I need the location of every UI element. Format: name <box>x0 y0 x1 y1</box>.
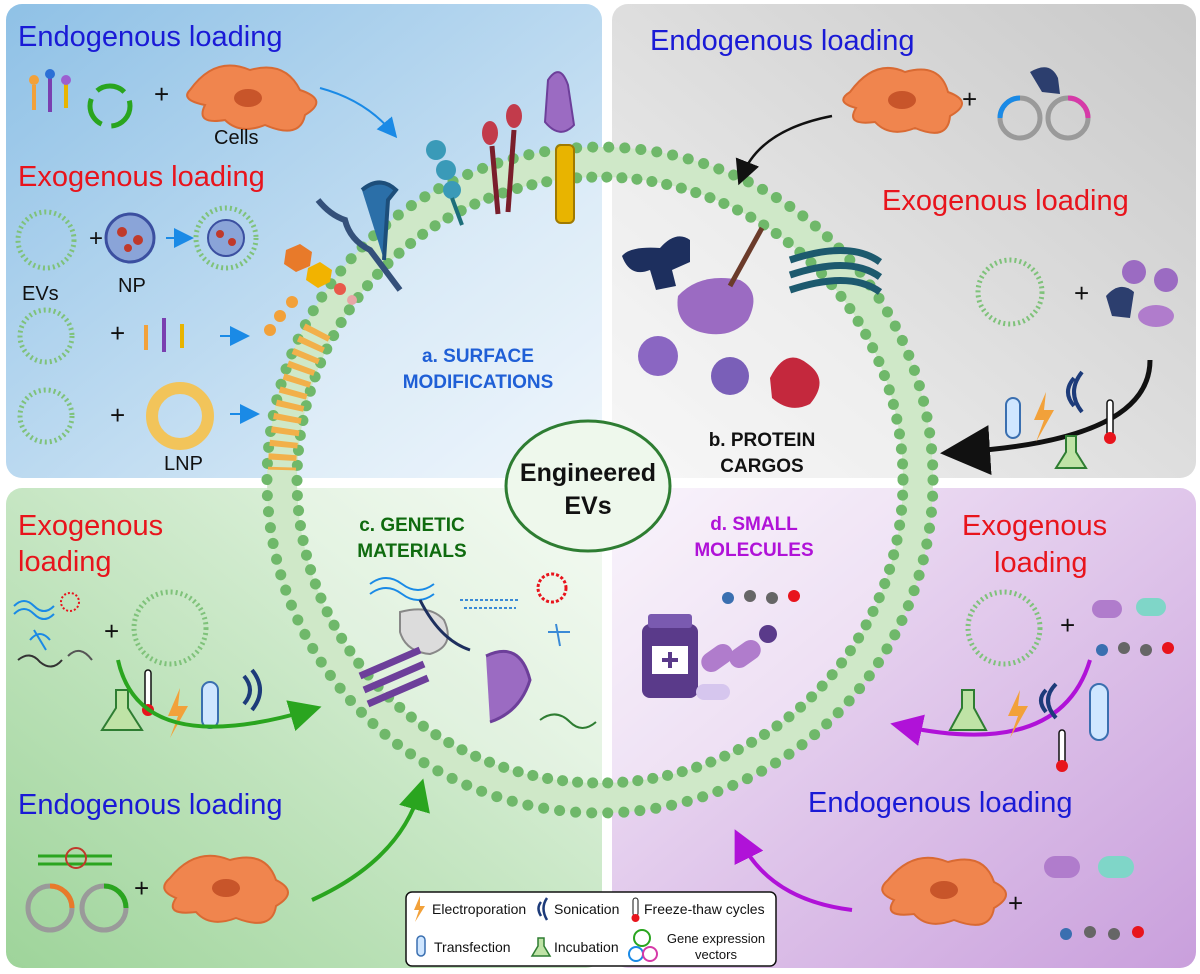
genetic-material-icon-bl <box>13 592 93 668</box>
nanoparticle-icon <box>104 212 156 264</box>
br-plus-1: + <box>1060 610 1075 640</box>
bl-plus-2: + <box>134 873 149 903</box>
legend-incubation: Incubation <box>554 939 619 955</box>
tr-arrow-1 <box>735 114 833 186</box>
gene-vectors-icon-bl <box>25 847 129 933</box>
small-molecules-icon-br <box>1092 598 1174 656</box>
tl-arrow-1 <box>319 87 398 139</box>
flask-icon-tr <box>1054 435 1088 469</box>
br-plus-2: + <box>1008 888 1023 918</box>
transfection-icon <box>416 935 426 957</box>
tl-lnp-label: LNP <box>164 453 203 475</box>
small-molecules-icon <box>642 590 800 700</box>
ev-loaded-np-icon <box>193 205 259 271</box>
tr-plus-2: + <box>1074 278 1089 308</box>
test-tube-icon-bl <box>201 681 219 729</box>
small-molecules-icon-br-2 <box>1044 856 1144 940</box>
sonication-icon <box>537 897 549 921</box>
tl-evs-label: EVs <box>22 283 59 305</box>
test-tube-icon-tr <box>1005 397 1021 439</box>
sonication-icon-bl <box>242 668 262 712</box>
legend-gene-vectors-line1: Gene expression <box>667 931 765 946</box>
section-c-line1: c. GENETIC <box>359 515 465 536</box>
tl-cells-label: Cells <box>214 127 258 149</box>
center-label: Engineered EVs <box>504 419 672 553</box>
center-line2: EVs <box>564 492 611 520</box>
molecules-icon-2 <box>144 318 184 352</box>
bl-arrow-1 <box>116 659 322 731</box>
plasmid-icon <box>87 83 133 129</box>
br-exogenous-line2: loading <box>994 547 1088 579</box>
tl-exogenous-title: Exogenous loading <box>18 161 265 193</box>
genetic-materials-icon <box>358 572 597 729</box>
ev-icon-br <box>965 589 1043 667</box>
surface-molecules-icon <box>29 69 71 112</box>
ev-icon-2 <box>17 307 75 365</box>
quadrant-top-left-bg <box>6 4 602 478</box>
test-tube-icon-br <box>1089 683 1109 741</box>
section-d-line1: d. SMALL <box>710 514 798 535</box>
protein-icon-tr <box>1030 67 1060 94</box>
bl-exogenous-line2: loading <box>18 546 112 578</box>
center-line1: Engineered <box>520 459 656 487</box>
section-a-line2: MODIFICATIONS <box>403 372 554 393</box>
tl-np-label: NP <box>118 275 146 297</box>
section-b-line2: CARGOS <box>720 456 803 477</box>
center-ellipse <box>504 419 672 553</box>
tr-endogenous-title: Endogenous loading <box>650 25 914 57</box>
tl-plus-4: + <box>110 400 125 430</box>
section-b-line1: b. PROTEIN <box>709 430 816 451</box>
sonication-icon-tr <box>1066 370 1084 414</box>
br-arrow-2 <box>734 829 853 912</box>
tr-exogenous-title: Exogenous loading <box>882 185 1129 217</box>
legend-freeze-thaw: Freeze-thaw cycles <box>644 901 765 917</box>
ev-icon-3 <box>17 387 75 445</box>
thermometer-icon-bl <box>144 669 152 709</box>
br-exogenous-line1: Exogenous <box>962 510 1107 542</box>
flask-icon-br <box>948 689 988 731</box>
ev-icon-tr <box>975 257 1045 327</box>
thermometer-icon-tr <box>1106 399 1114 437</box>
legend-sonication: Sonication <box>554 901 619 917</box>
bl-endogenous-title: Endogenous loading <box>18 789 282 821</box>
section-d-line2: MOLECULES <box>694 540 813 561</box>
bl-plus-1: + <box>104 616 119 646</box>
tl-plus-3: + <box>110 318 125 348</box>
legend-transfection: Transfection <box>434 939 511 955</box>
incubation-icon <box>530 937 552 957</box>
br-arrow-1 <box>890 659 1092 746</box>
protein-cargos-icon <box>622 226 883 408</box>
lightning-icon-br <box>1008 690 1028 738</box>
tl-plus-2: + <box>89 225 103 252</box>
br-endogenous-title: Endogenous loading <box>808 787 1072 819</box>
gene-vectors-legend-icon <box>628 929 658 962</box>
legend-box <box>405 891 777 967</box>
legend: Electroporation Sonication Freeze-thaw c… <box>405 891 777 967</box>
protein-cargo-icon-tr <box>1106 260 1178 327</box>
tr-plus-1: + <box>962 84 977 114</box>
lightning-icon-bl <box>168 688 188 738</box>
legend-gene-vectors-line2: vectors <box>695 947 737 962</box>
sonication-icon-br <box>1039 682 1058 720</box>
tl-endogenous-title: Endogenous loading <box>18 21 282 53</box>
section-c-line2: MATERIALS <box>357 541 466 562</box>
surface-proteins-icon <box>264 71 576 336</box>
tr-arrow-2 <box>940 359 1153 476</box>
electroporation-icon <box>414 896 425 922</box>
thermometer-icon-br <box>1058 729 1066 765</box>
ev-icon-1 <box>15 209 77 271</box>
tl-plus-1: + <box>154 79 169 109</box>
lightning-icon-tr <box>1034 392 1054 442</box>
freeze-thaw-icon <box>632 897 639 917</box>
bl-exogenous-line1: Exogenous <box>18 510 163 542</box>
lnp-icon <box>146 382 214 450</box>
bl-arrow-2 <box>311 778 430 902</box>
ev-icon-bl <box>131 589 209 667</box>
legend-electroporation: Electroporation <box>432 901 526 917</box>
section-a-line1: a. SURFACE <box>422 346 534 367</box>
